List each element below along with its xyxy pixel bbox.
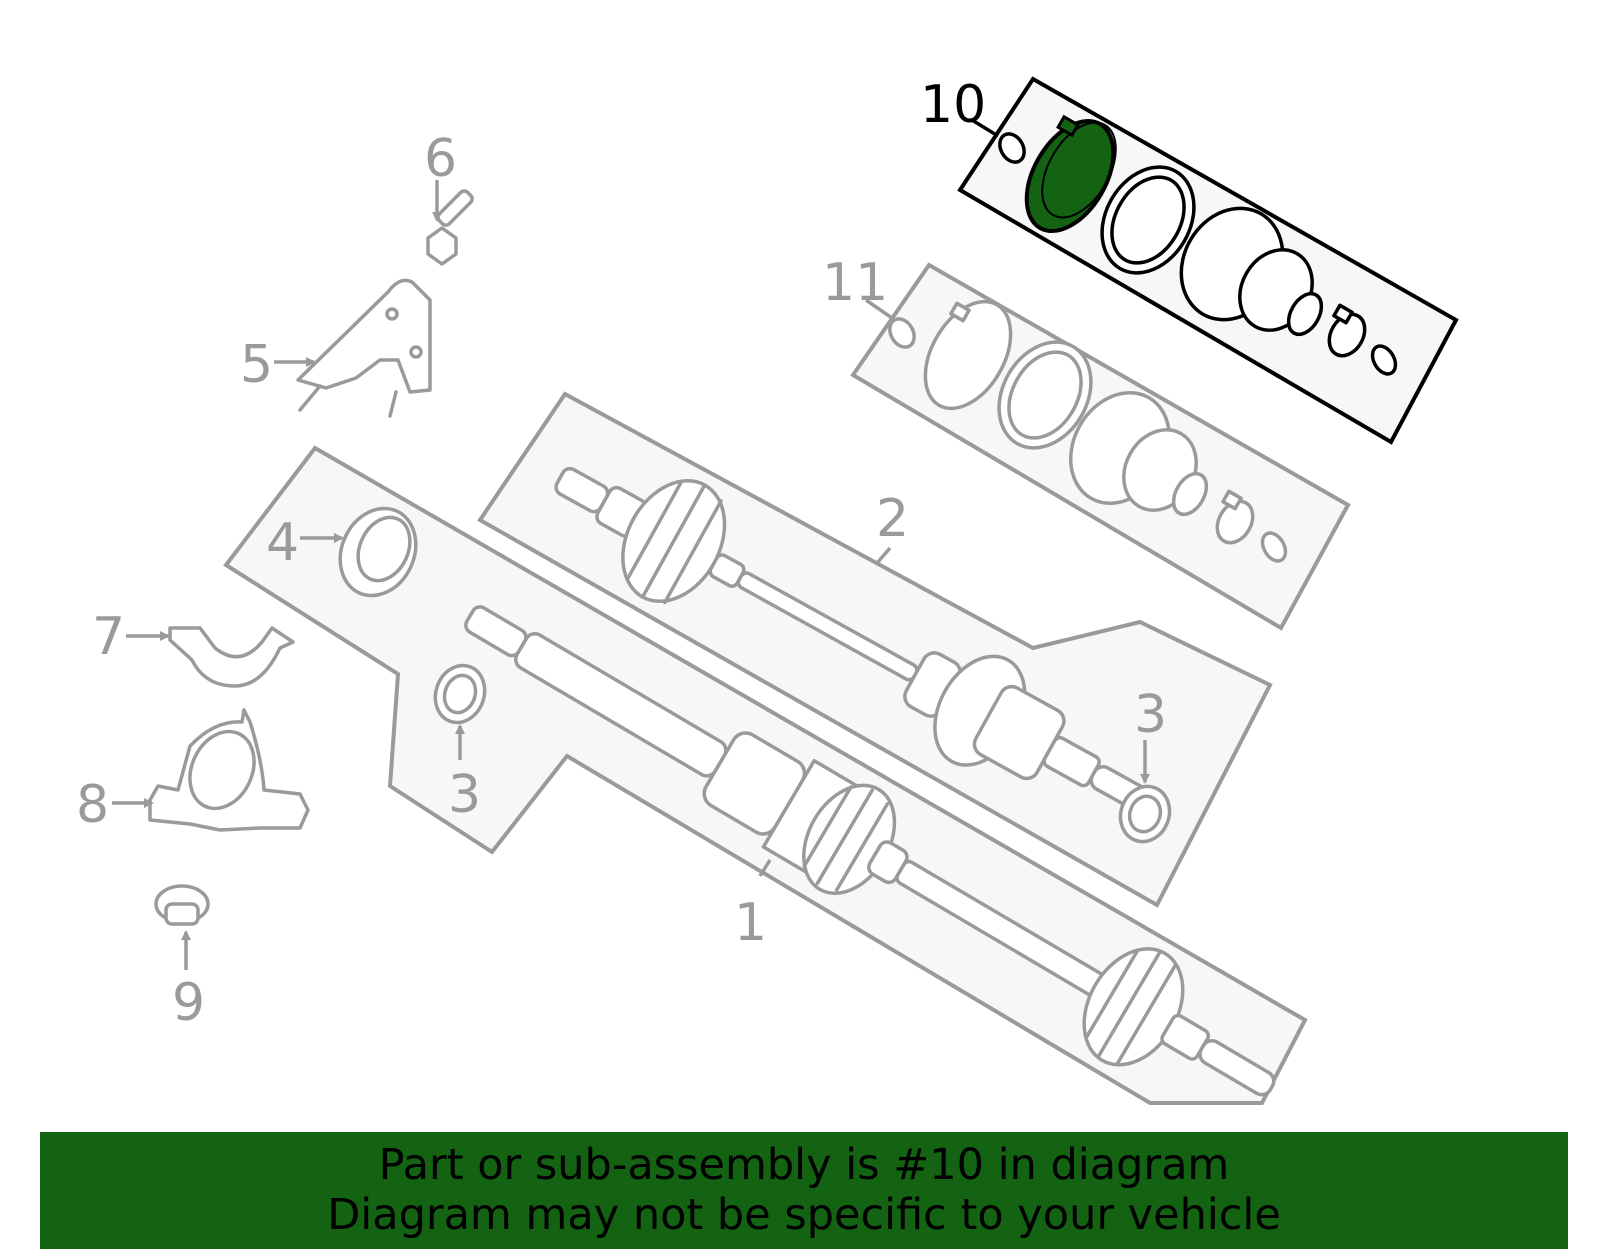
- seal-4: [338, 506, 418, 598]
- mount-8: [148, 708, 310, 832]
- clamp-7: [168, 626, 295, 688]
- info-banner: Part or sub-assembly is #10 in diagram D…: [40, 1132, 1568, 1249]
- callout-5: 5: [240, 335, 273, 395]
- bolt-6: [426, 189, 474, 266]
- callout-9: 9: [172, 973, 205, 1033]
- axle-shaft-2: [554, 466, 1150, 812]
- callout-11: 11: [822, 253, 888, 313]
- bracket-5: [296, 278, 432, 418]
- boot-kit-11: [888, 299, 1288, 563]
- callout-7: 7: [92, 607, 125, 667]
- washer-3b: [1118, 784, 1172, 844]
- callout-3a: 3: [448, 765, 481, 825]
- callout-6: 6: [424, 129, 457, 189]
- nut-9: [154, 884, 210, 926]
- callout-2: 2: [876, 489, 909, 549]
- axle-shaft-1: [464, 605, 1276, 1097]
- callout-3b: 3: [1134, 685, 1167, 745]
- boot-kit-10: [998, 114, 1398, 376]
- banner-line-2: Diagram may not be specific to your vehi…: [327, 1190, 1281, 1240]
- callout-8: 8: [76, 775, 109, 835]
- banner-line-1: Part or sub-assembly is #10 in diagram: [378, 1140, 1230, 1190]
- callout-10: 10: [920, 75, 986, 135]
- callout-4: 4: [266, 513, 299, 573]
- callout-1: 1: [734, 893, 767, 953]
- washer-3a: [433, 663, 487, 725]
